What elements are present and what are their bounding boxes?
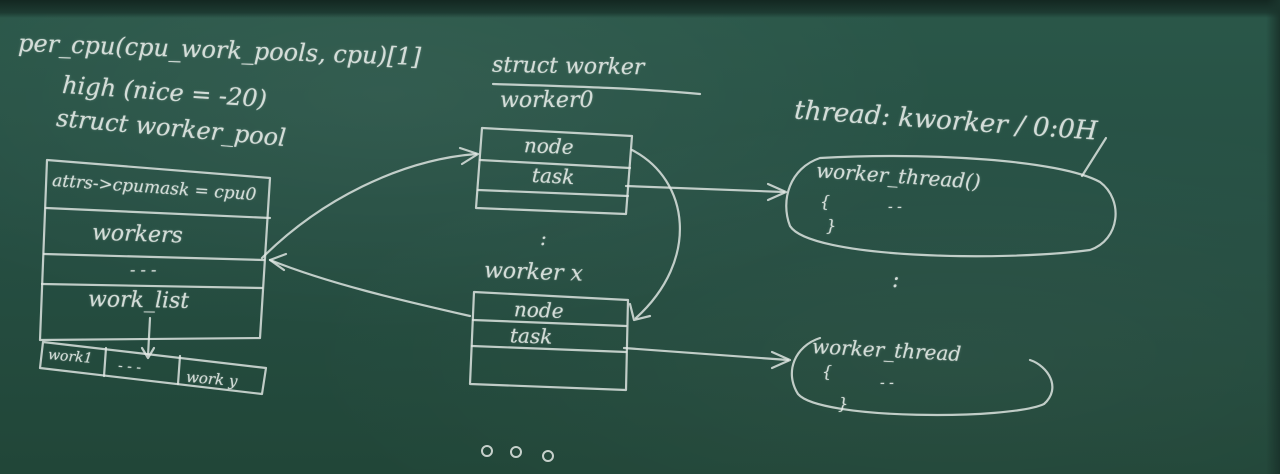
workerx-task-field: task: [509, 323, 553, 349]
worker0-task-field: task: [531, 162, 575, 190]
pool-row-divider-2: [42, 252, 266, 262]
work-list-divider-2: [176, 354, 182, 386]
task1-to-thread-arrow: [624, 184, 786, 194]
worker-thread-1-close-brace: }: [826, 216, 837, 235]
worker0-box: [474, 126, 634, 216]
worker0-node-field: node: [523, 133, 574, 159]
bottom-mark-3: [542, 450, 554, 462]
worker-thread-2-open-brace: {: [822, 362, 833, 381]
bottom-mark-1: [481, 445, 493, 457]
workerx-divider-2: [470, 344, 628, 354]
board-top-frame: [0, 0, 1280, 18]
worker0-label: worker0: [500, 88, 594, 113]
board-right-frame: [1266, 0, 1280, 474]
worker0-to-workerx-arrow: [630, 148, 681, 320]
bottom-mark-2: [510, 446, 522, 458]
task2-to-thread-arrowhead: [770, 350, 792, 370]
struct-worker-title: struct worker: [491, 52, 645, 81]
middle-vertical-dots: :: [540, 226, 547, 250]
pool-to-worker0-arrow: [260, 152, 478, 260]
workerx-divider-1: [471, 318, 628, 328]
workerx-label: worker x: [483, 258, 584, 287]
struct-worker-underline: [491, 82, 702, 96]
pool-row-divider-1: [44, 206, 272, 220]
task1-to-thread-arrowhead: [766, 182, 788, 202]
pool-row-divider-3: [40, 282, 264, 290]
workerx-to-pool-arrow: [268, 258, 472, 318]
work-list-bar: [38, 340, 268, 396]
worker0-to-workerx-arrowhead: [628, 302, 652, 322]
worky-item: work y: [185, 367, 239, 391]
worker-pool-box: [38, 158, 272, 342]
thread-ellipse-1: [785, 154, 1117, 258]
right-vertical-dots: :: [892, 268, 900, 293]
task2-to-thread-arrow: [622, 346, 790, 362]
thread-label-slash: [1080, 136, 1108, 178]
thread-ellipse-2: [790, 336, 1054, 417]
worklist-down-arrow: [140, 316, 156, 360]
work1-item: work1: [47, 347, 94, 367]
workerx-to-pool-arrowhead: [268, 252, 288, 272]
pool-dots-field: - - -: [130, 260, 157, 279]
worker0-divider-2: [476, 188, 630, 198]
worker-thread-1-open-brace: {: [820, 192, 831, 211]
workerx-box: [468, 290, 630, 392]
worker0-divider-1: [478, 158, 632, 170]
worker-thread-2-close-brace: }: [838, 394, 849, 413]
worker-thread-2-dots: - -: [880, 375, 894, 391]
pool-workers-field: workers: [91, 220, 184, 249]
pool-worklist-field: work_list: [87, 287, 190, 314]
work-dots-item: - - -: [117, 358, 142, 376]
worker-thread-1-dots: - -: [888, 199, 902, 215]
workerx-node-field: node: [513, 297, 564, 323]
work-list-divider-1: [102, 346, 108, 378]
pool-to-worker0-arrowhead: [458, 146, 480, 166]
